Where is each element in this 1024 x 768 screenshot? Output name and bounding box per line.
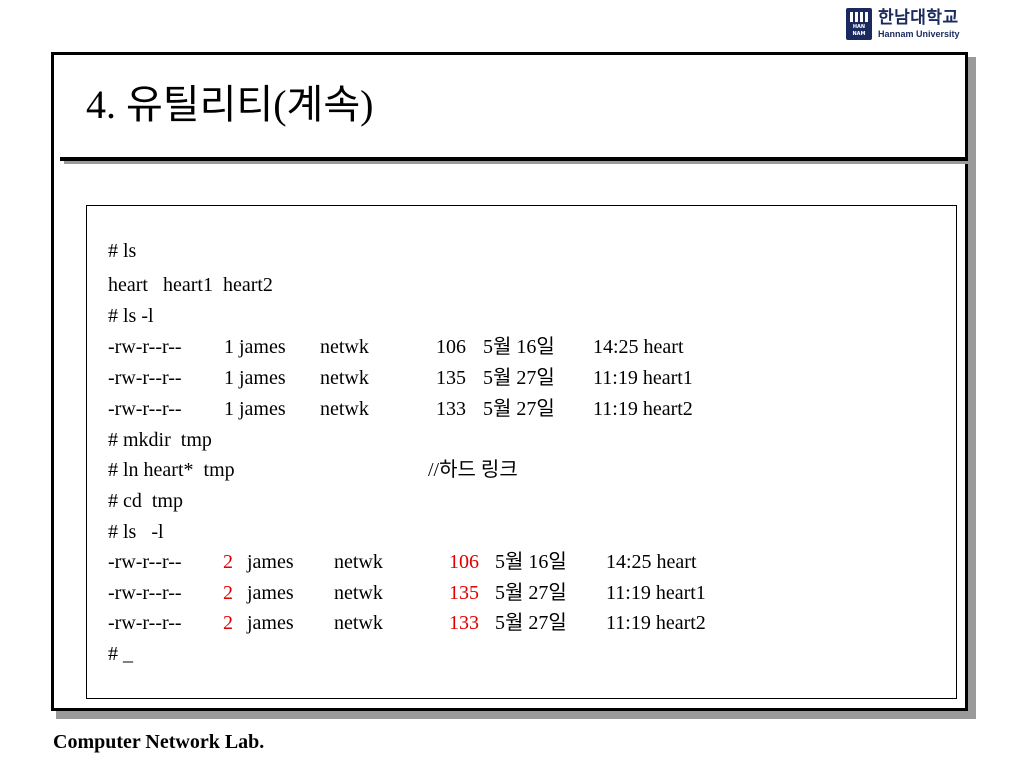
group: netwk [320,398,369,420]
date: 5월 27일 [495,582,567,604]
title-rule-shadow [64,161,969,164]
command-text: # ls [108,240,137,262]
time-filename: 11:19 heart1 [606,582,706,604]
permissions: -rw-r--r-- [108,612,182,634]
size: 133 [436,398,466,420]
terminal-output-box [86,205,957,699]
time-filename: 11:19 heart2 [593,398,693,420]
links-owner: 1 james [224,336,286,358]
command-text: # ls -l [108,305,154,327]
date: 5월 16일 [495,551,567,573]
emblem-text-bottom: NAM [852,31,866,37]
permissions: -rw-r--r-- [108,582,182,604]
university-logo: HAN NAM 한남대학교 Hannam University [846,8,981,42]
owner: james [247,582,294,604]
emblem-text-top: HAN [852,24,866,30]
command-text: # ln heart* tmp [108,459,235,481]
date: 5월 16일 [483,336,555,358]
links-owner: 1 james [224,398,286,420]
links-owner: 1 james [224,367,286,389]
comment-text: //하드 링크 [428,459,518,481]
date: 5월 27일 [495,612,567,634]
command-text: # cd tmp [108,490,183,512]
university-emblem-icon: HAN NAM [846,8,872,40]
footer-lab-name: Computer Network Lab. [53,731,265,753]
owner: james [247,612,294,634]
size-highlight: 106 [449,551,479,573]
group: netwk [334,582,383,604]
link-count-highlight: 2 [223,612,233,634]
permissions: -rw-r--r-- [108,336,182,358]
time-filename: 14:25 heart [593,336,684,358]
output-text: heart heart1 heart2 [108,274,273,296]
group: netwk [334,612,383,634]
time-filename: 11:19 heart1 [593,367,693,389]
size: 106 [436,336,466,358]
permissions: -rw-r--r-- [108,367,182,389]
size-highlight: 133 [449,612,479,634]
logo-text-korean: 한남대학교 [878,8,959,28]
prompt-cursor: # _ [108,643,133,665]
command-text: # mkdir tmp [108,429,212,451]
group: netwk [334,551,383,573]
command-text: # ls -l [108,521,164,543]
owner: james [247,551,294,573]
link-count-highlight: 2 [223,582,233,604]
slide-title: 4. 유틸리티(계속) [86,82,374,127]
group: netwk [320,367,369,389]
date: 5월 27일 [483,398,555,420]
size-highlight: 135 [449,582,479,604]
link-count-highlight: 2 [223,551,233,573]
date: 5월 27일 [483,367,555,389]
group: netwk [320,336,369,358]
logo-text-english: Hannam University [878,29,960,39]
permissions: -rw-r--r-- [108,398,182,420]
title-rule [60,157,965,161]
time-filename: 11:19 heart2 [606,612,706,634]
time-filename: 14:25 heart [606,551,697,573]
size: 135 [436,367,466,389]
permissions: -rw-r--r-- [108,551,182,573]
